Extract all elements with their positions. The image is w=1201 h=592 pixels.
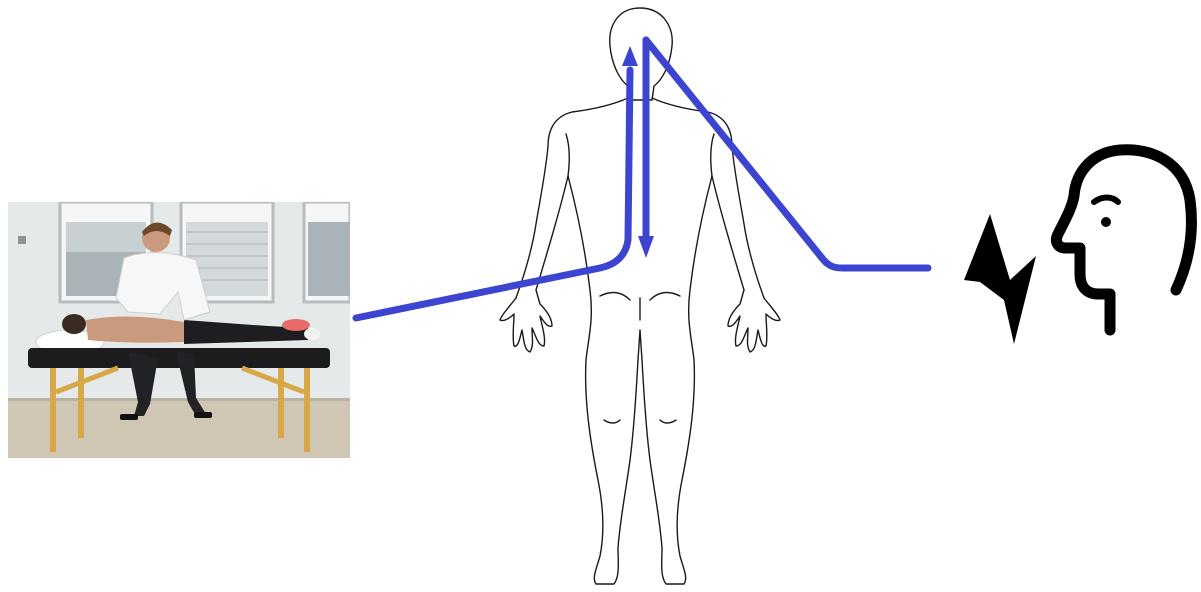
head-profile-icon xyxy=(1056,150,1191,330)
human-body-back-view xyxy=(500,8,780,584)
pain-bolt-icon xyxy=(964,214,1036,344)
nerve-signal-pathway xyxy=(356,40,928,318)
head-brow-icon xyxy=(1094,198,1118,203)
head-eye-icon xyxy=(1101,217,1111,227)
